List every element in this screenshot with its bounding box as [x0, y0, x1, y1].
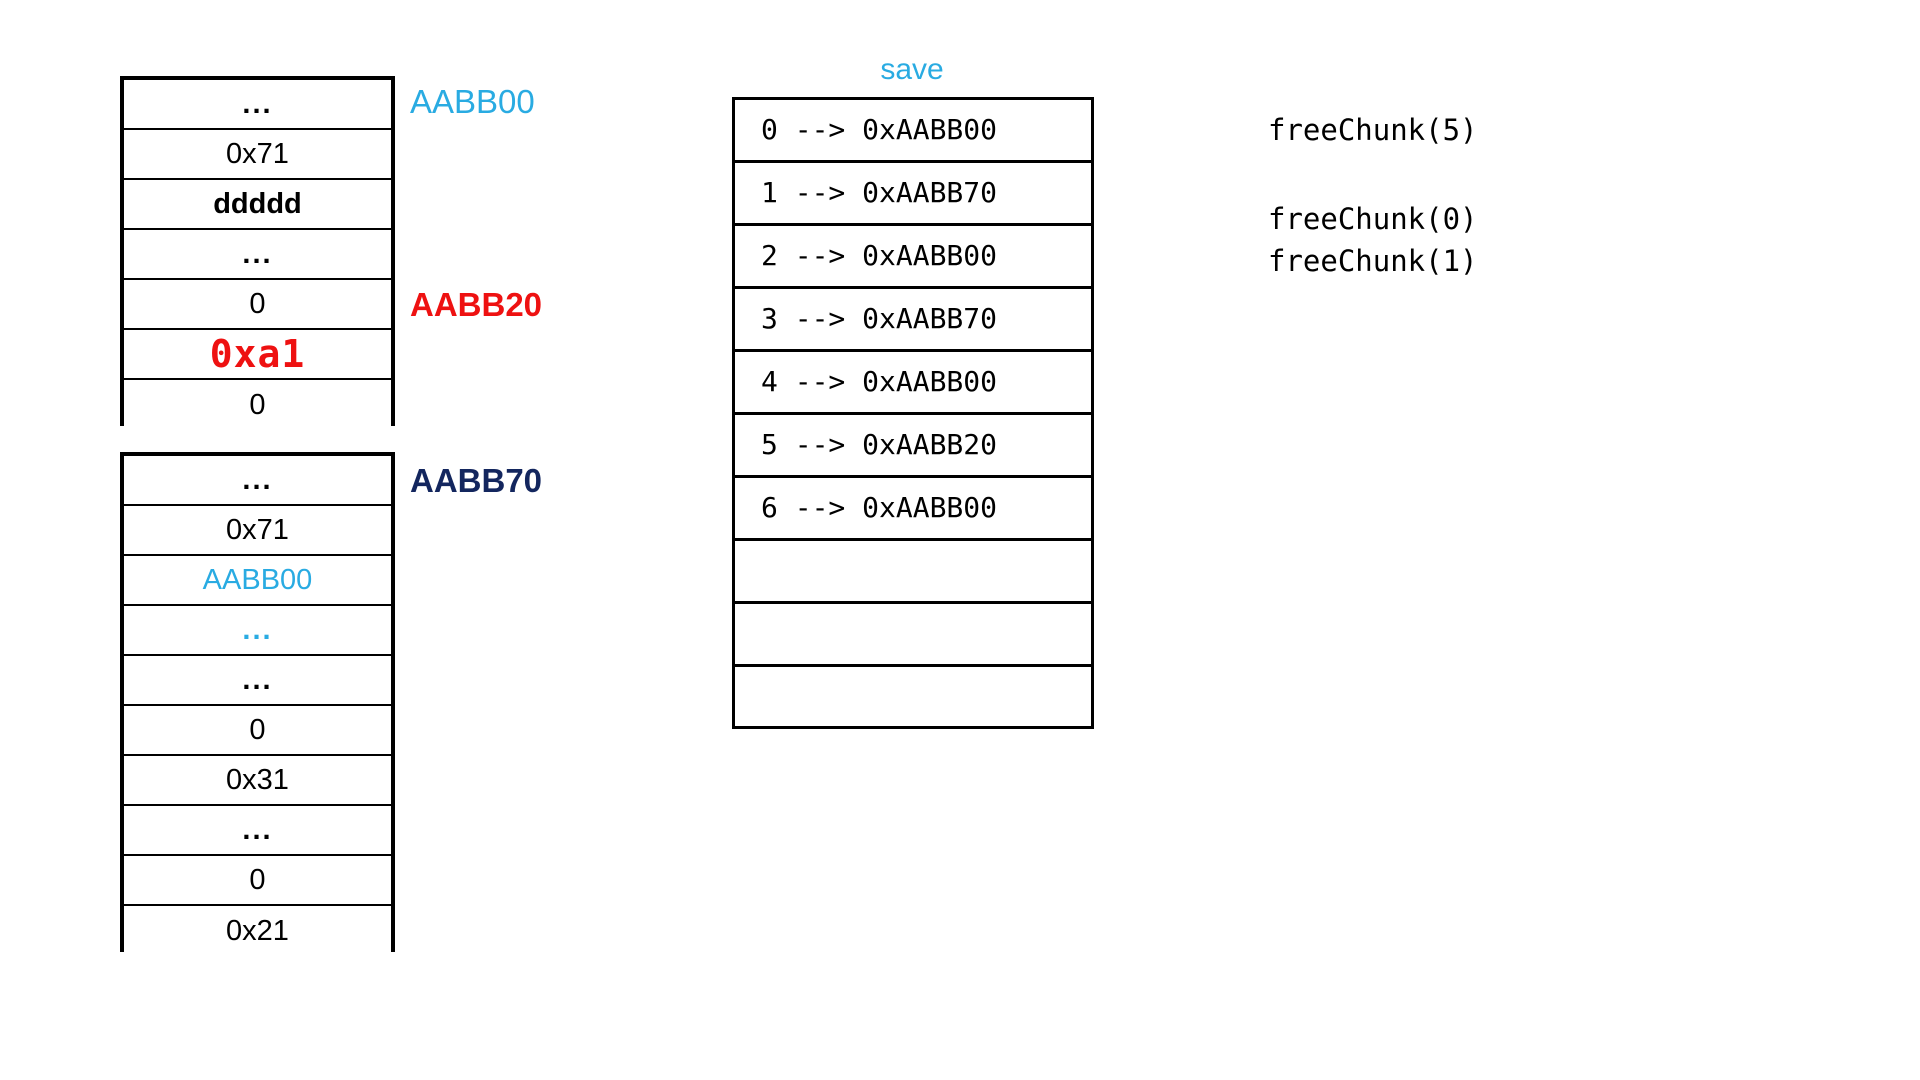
memory-chunk-a-table: ... 0x71 ddddd ... 0 0xa1 0 — [120, 76, 395, 430]
memory-cell: ... — [124, 806, 391, 856]
save-table-title: save — [880, 53, 944, 86]
memory-cell: 0xa1 — [124, 330, 391, 380]
memory-cell: ... — [124, 656, 391, 706]
save-entry-row: 4 --> 0xAABB00 — [735, 352, 1091, 415]
memory-cell: ... — [124, 606, 391, 656]
memory-cell: 0 — [124, 856, 391, 906]
memory-cell: ... — [124, 456, 391, 506]
save-empty-row — [735, 604, 1091, 667]
memory-cell: 0 — [124, 380, 391, 430]
save-entry-row: 5 --> 0xAABB20 — [735, 415, 1091, 478]
save-entry-row: 2 --> 0xAABB00 — [735, 226, 1091, 289]
address-label-aabb70: AABB70 — [410, 462, 543, 499]
code-line-free-chunk-1: freeChunk(1) — [1268, 244, 1478, 278]
code-line-free-chunk-5: freeChunk(5) — [1268, 113, 1478, 147]
code-line-free-chunk-0: freeChunk(0) — [1268, 202, 1478, 236]
save-entry-row: 6 --> 0xAABB00 — [735, 478, 1091, 541]
save-entry-row: 1 --> 0xAABB70 — [735, 163, 1091, 226]
address-label-aabb20: AABB20 — [410, 286, 543, 323]
memory-cell: 0 — [124, 280, 391, 330]
memory-cell: ... — [124, 80, 391, 130]
save-table: 0 --> 0xAABB00 1 --> 0xAABB70 2 --> 0xAA… — [732, 97, 1094, 729]
memory-cell: AABB00 — [124, 556, 391, 606]
save-empty-row — [735, 667, 1091, 730]
save-entry-row: 0 --> 0xAABB00 — [735, 100, 1091, 163]
memory-cell: ddddd — [124, 180, 391, 230]
save-empty-row — [735, 541, 1091, 604]
save-entry-row: 3 --> 0xAABB70 — [735, 289, 1091, 352]
memory-cell: 0x21 — [124, 906, 391, 956]
memory-chunk-b-table: ... 0x71 AABB00 ... ... 0 0x31 ... 0 0x2… — [120, 452, 395, 956]
memory-cell: 0x71 — [124, 130, 391, 180]
memory-cell: ... — [124, 230, 391, 280]
memory-cell: 0x31 — [124, 756, 391, 806]
address-label-aabb00: AABB00 — [410, 83, 535, 120]
memory-cell: 0 — [124, 706, 391, 756]
memory-cell: 0x71 — [124, 506, 391, 556]
